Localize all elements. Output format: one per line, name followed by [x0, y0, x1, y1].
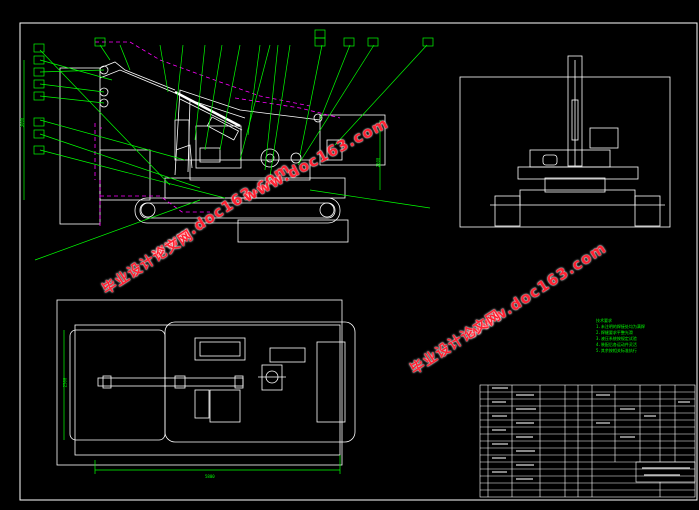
plan-width-dimension: 2500	[62, 377, 68, 388]
left-height-dimension: 3000	[19, 117, 25, 128]
outer-frame	[19, 22, 698, 501]
front-view	[459, 55, 671, 228]
technical-note-2: 2.焊缝要求平整光滑	[596, 330, 633, 335]
plan-length-dimension: 5800	[205, 474, 215, 479]
plan-view	[56, 299, 356, 466]
right-height-dimension: 2600	[375, 157, 381, 168]
technical-notes-heading: 技术要求	[596, 318, 612, 323]
side-view-hidden-lines	[94, 41, 341, 226]
title-block-text-marks	[492, 387, 690, 480]
technical-note-4: 4.装配后各运动件灵活	[596, 342, 637, 347]
leader-lines	[23, 29, 434, 261]
plan-view-dims	[63, 330, 341, 474]
technical-note-1: 1.未注明的焊接处均为满焊	[596, 324, 645, 329]
technical-note-3: 3.液压系统按规定试验	[596, 336, 637, 341]
title-block	[479, 384, 696, 498]
technical-notes: 技术要求 1.未注明的焊接处均为满焊 2.焊缝要求平整光滑 3.液压系统按规定试…	[596, 318, 645, 354]
technical-note-5: 5.其余按相关标准执行	[596, 348, 637, 353]
